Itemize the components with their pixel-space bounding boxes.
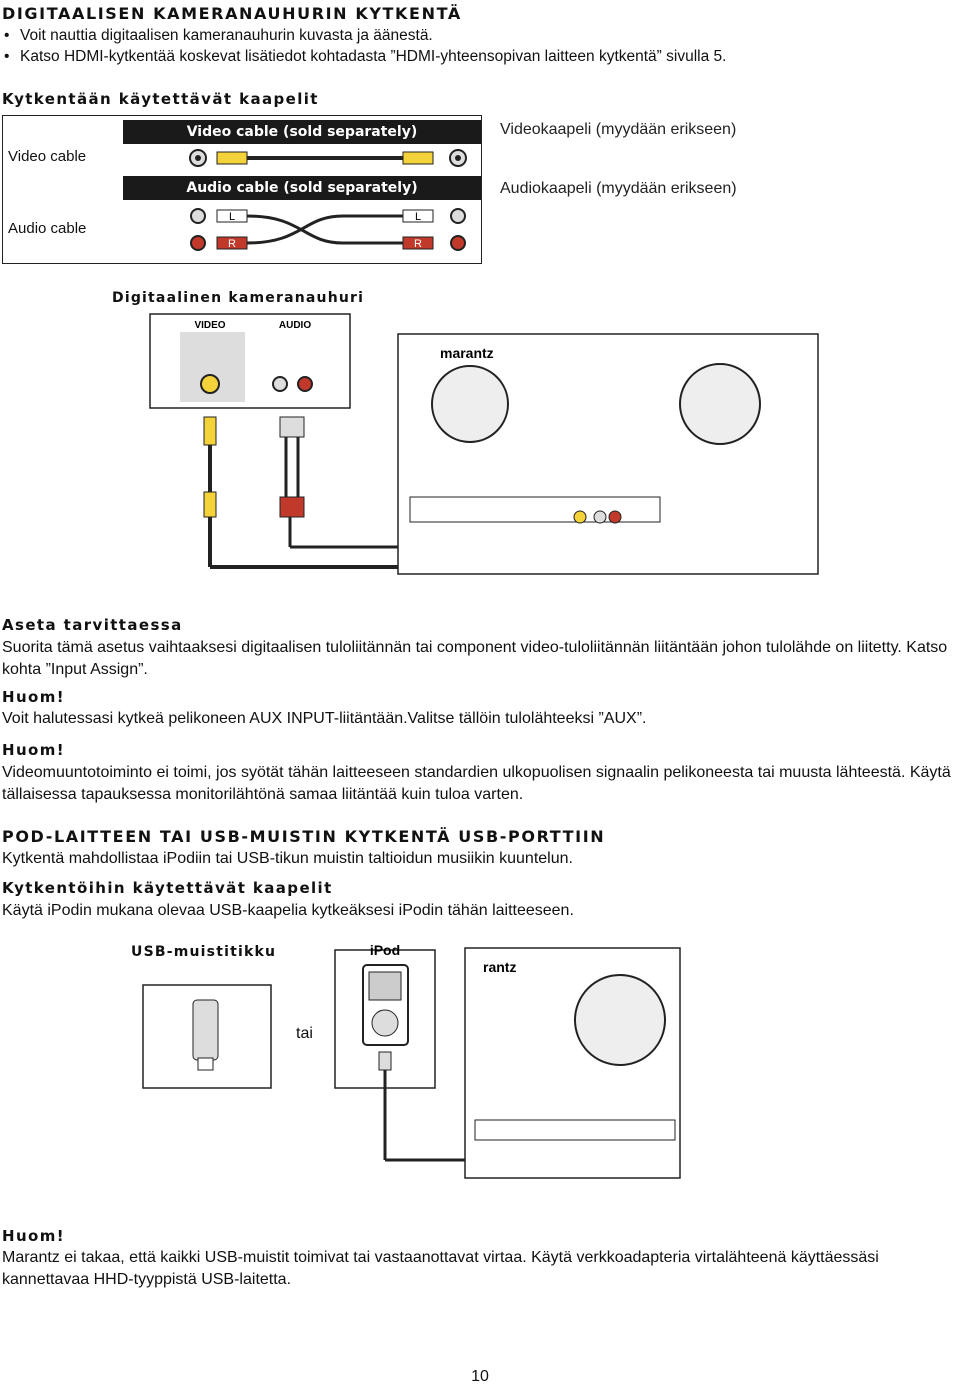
setup-text: Suorita tämä asetus vaihtaaksesi digitaa…	[2, 639, 948, 678]
setup-heading: Aseta tarvittaessa	[2, 616, 183, 634]
ipod-label: iPod	[370, 942, 400, 958]
receiver-brand: marantz	[440, 345, 494, 361]
bullet-item: Katso HDMI-kytkentää koskevat lisätiedot…	[2, 46, 952, 67]
video-cable-label: Video cable	[8, 148, 87, 165]
plug-l-label: L	[229, 211, 235, 223]
bullet-list: Voit nauttia digitaalisen kameranauhurin…	[2, 25, 952, 67]
usb-cables-text: Käytä iPodin mukana olevaa USB-kaapelia …	[2, 902, 574, 919]
audio-cable-band: Audio cable (sold separately)	[123, 176, 481, 200]
section-title-camcorder: DIGITAALISEN KAMERANAUHURIN KYTKENTÄ	[2, 4, 462, 23]
note1-heading: Huom!	[2, 688, 66, 706]
device-video-header: VIDEO	[194, 320, 225, 331]
note2-heading: Huom!	[2, 741, 66, 759]
cable-illustration: Video cable (sold separately) Video cabl…	[2, 115, 482, 264]
usb-connection-diagram: iPod rantz	[142, 942, 681, 1179]
video-cable-caption: Videokaapeli (myydään erikseen)	[500, 121, 737, 138]
section-title-usb: POD-LAITTEEN TAI USB-MUISTIN KYTKENTÄ US…	[2, 827, 606, 846]
device-audio-header: AUDIO	[279, 320, 311, 331]
camcorder-label: Digitaalinen kameranauhuri	[112, 290, 365, 306]
bullet-item: Voit nauttia digitaalisen kameranauhurin…	[2, 25, 952, 46]
usb-note-heading: Huom!	[2, 1227, 66, 1245]
audio-cable-label: Audio cable	[8, 220, 87, 237]
usb-intro: Kytkentä mahdollistaa iPodiin tai USB-ti…	[2, 850, 573, 867]
page-number: 10	[471, 1368, 489, 1385]
usb-receiver-brand: rantz	[483, 959, 516, 975]
camcorder-connection-diagram: VIDEO AUDIO marantz	[149, 313, 819, 575]
cable-drawing: L L R R	[189, 149, 467, 251]
plug-r-label: R	[414, 238, 422, 250]
plug-l-label: L	[415, 211, 421, 223]
plug-r-label: R	[228, 238, 236, 250]
usb-note-text: Marantz ei takaa, että kaikki USB-muisti…	[2, 1249, 879, 1288]
note1-text: Voit halutessasi kytkeä pelikoneen AUX I…	[2, 710, 647, 727]
or-label: tai	[296, 1025, 313, 1042]
note2-text: Videomuuntotoiminto ei toimi, jos syötät…	[2, 764, 951, 803]
usb-cables-heading: Kytkentöihin käytettävät kaapelit	[2, 879, 333, 897]
video-cable-band: Video cable (sold separately)	[123, 120, 481, 144]
audio-cable-caption: Audiokaapeli (myydään erikseen)	[500, 180, 737, 197]
cables-heading: Kytkentään käytettävät kaapelit	[2, 90, 319, 108]
usb-stick-label: USB-muistitikku	[131, 944, 277, 960]
